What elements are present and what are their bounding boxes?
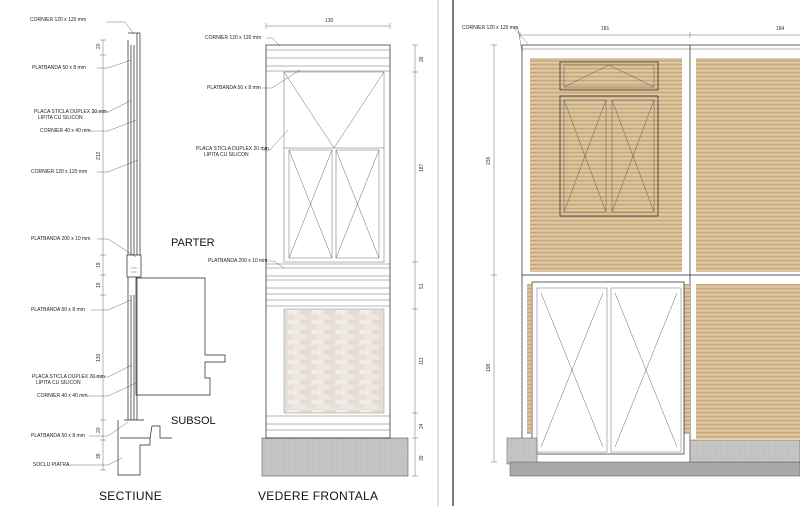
front-title: VEDERE FRONTALA — [258, 489, 378, 503]
front-dim-1: 187 — [419, 163, 425, 172]
section-label-placa-top-1: PLACA STICLA DUPLEX 20 mm — [34, 109, 107, 115]
front-label-platbanda-50: PLATBANDA 50 x 8 mm — [207, 85, 261, 91]
section-dim-0: 20 — [96, 43, 102, 49]
section-label-cornier-bot: CORNIER 40 x 40 mm — [37, 393, 88, 399]
front-dim-5: 39 — [419, 455, 425, 461]
section-label-soclu: SOCLU PIATRA — [33, 462, 70, 468]
section-title: SECTIUNE — [99, 489, 162, 503]
section-dim-4: 130 — [96, 353, 102, 362]
front-label-platbanda-200: PLATBANDA 200 x 10 mm — [208, 258, 267, 264]
section-label-placa-bot-2: LIPITA CU SILICON — [36, 380, 81, 386]
section-dim-3: 19 — [96, 282, 102, 288]
front-dim-4: 24 — [419, 423, 425, 429]
facade-label-corner: CORNIER 120 x 120 mm — [462, 25, 518, 31]
section-label-corner-mid: CORNIER 120 x 120 mm — [31, 169, 87, 175]
front-dim-2: 51 — [419, 283, 425, 289]
section-label-placa-bot-1: PLACA STICLA DUPLEX 20 mm — [32, 374, 105, 380]
facade-height-dim-0: 236 — [486, 156, 492, 165]
front-label-placa-2: LIPITA CU SILICON — [204, 152, 249, 158]
front-view: 130 — [196, 18, 425, 503]
section-label-placa-top-2: LIPITA CU SILICON — [38, 115, 83, 121]
facade-height-dim-1: 198 — [486, 363, 492, 372]
front-dim-0: 26 — [419, 56, 425, 62]
section-label-platbanda-bot: PLATBANDA 50 x 8 mm — [31, 433, 85, 439]
section-dim-6: 39 — [96, 453, 102, 459]
front-label-placa-1: PLACA STICLA DUPLEX 20 mm — [196, 146, 269, 152]
facade-width-dim-0: 181 — [601, 26, 610, 32]
section-dim-5: 20 — [96, 427, 102, 433]
front-label-corner: CORNIER 120 x 120 mm — [205, 35, 261, 41]
section-label-platbanda-mid: PLATBANDA 50 x 8 mm — [31, 307, 85, 313]
front-stone-plinth — [261, 437, 409, 477]
section-level-parter: PARTER — [171, 237, 215, 249]
section-dim-1: 212 — [96, 151, 102, 160]
section-label-corner-top: CORNIER 120 x 120 mm — [30, 17, 86, 23]
section-label-cornier-top: CORNIER 40 x 40 mm — [40, 128, 91, 134]
section-view: 20 212 19 19 130 20 39 — [30, 17, 226, 503]
section-dim-2: 19 — [96, 262, 102, 268]
front-dim-3: 111 — [419, 357, 425, 365]
front-width-dim: 130 — [325, 18, 334, 24]
section-level-subsol: SUBSOL — [171, 415, 216, 427]
section-profile — [117, 32, 226, 476]
front-brick-infill — [283, 308, 385, 414]
facade-view: 181 184 236 198 CORNIER 120 x 120 mm — [462, 25, 800, 477]
section-label-platbanda-top: PLATBANDA 50 x 8 mm — [32, 65, 86, 71]
section-label-platbanda-200: PLATBANDA 200 x 10 mm — [31, 236, 90, 242]
facade-width-dim-1: 184 — [776, 26, 785, 32]
